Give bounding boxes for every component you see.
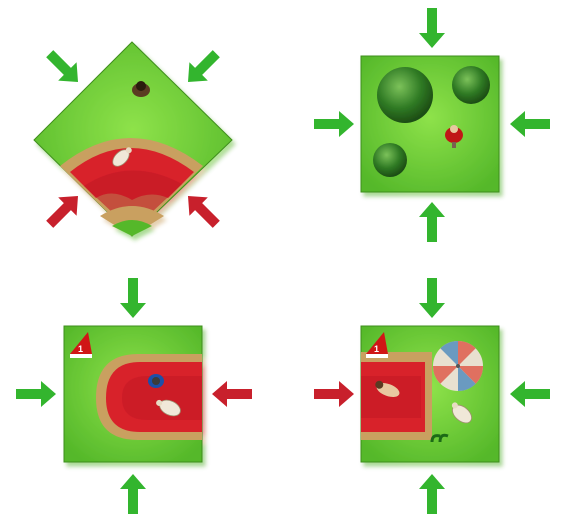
arrow-in-bottom xyxy=(419,202,445,242)
arrow-in-ne xyxy=(178,44,226,92)
arrow-in-right xyxy=(510,381,550,407)
arrow-in-se xyxy=(178,186,226,234)
arrow-in-right xyxy=(510,111,550,137)
flag-number: 1 xyxy=(78,344,83,354)
arrow-in-right xyxy=(212,381,252,407)
sheep-icon xyxy=(112,147,132,167)
flag-icon: 1 xyxy=(70,332,92,358)
flag-icon: 1 xyxy=(366,332,388,358)
tree-icon xyxy=(373,143,407,177)
grass-tuft-icon xyxy=(430,433,449,443)
arrow-in-top xyxy=(120,278,146,318)
tile-beach[interactable]: 1 xyxy=(360,325,500,463)
arrow-in-nw xyxy=(40,44,88,92)
person-icon xyxy=(132,81,150,97)
arrow-in-top xyxy=(419,278,445,318)
flag-number: 1 xyxy=(374,344,379,354)
arrow-in-left xyxy=(16,381,56,407)
person-icon xyxy=(445,125,463,148)
arrow-in-left xyxy=(314,381,354,407)
person-icon xyxy=(148,374,164,388)
tile-field-curve[interactable]: 1 xyxy=(63,325,203,463)
sheep-icon xyxy=(451,402,472,424)
tile-trees[interactable] xyxy=(360,55,500,193)
tree-icon xyxy=(452,66,490,104)
arrow-in-bottom xyxy=(419,474,445,514)
tile-diamond[interactable] xyxy=(33,41,233,237)
tree-icon xyxy=(377,67,433,123)
arrow-in-top xyxy=(419,8,445,48)
parasol-icon xyxy=(432,340,484,392)
arrow-in-left xyxy=(314,111,354,137)
sheep-icon xyxy=(156,399,181,417)
arrow-in-sw xyxy=(40,186,88,234)
person-icon xyxy=(375,380,400,397)
arrow-in-bottom xyxy=(120,474,146,514)
